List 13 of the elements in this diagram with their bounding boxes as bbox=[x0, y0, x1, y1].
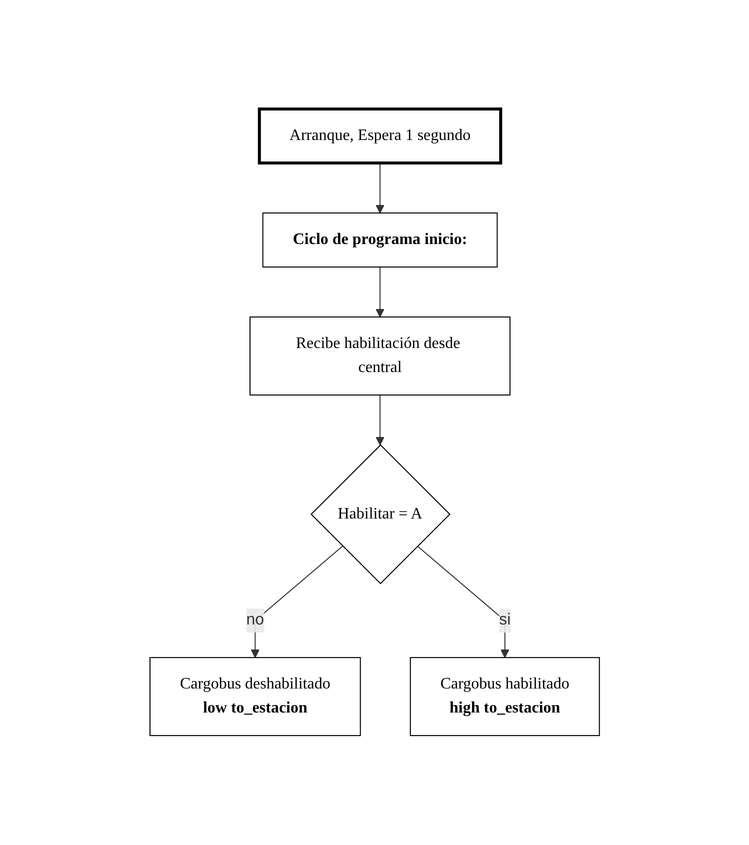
node-box: Recibe habilitación desde central bbox=[249, 316, 510, 396]
node-diamond: Habilitar = A bbox=[310, 444, 450, 584]
node-box: Arranque, Espera 1 segundo bbox=[258, 108, 502, 165]
arrow bbox=[375, 266, 384, 318]
edge-label: si bbox=[498, 612, 510, 629]
arrow bbox=[375, 162, 384, 214]
node-box: Ciclo de programa inicio: bbox=[262, 212, 498, 268]
arrow bbox=[250, 546, 343, 658]
node-box: Cargobus deshabilitado low to_estacion bbox=[149, 657, 361, 736]
node-box: Cargobus habilitado high to_estacion bbox=[410, 657, 600, 736]
edge-label: no bbox=[246, 612, 264, 629]
arrow bbox=[375, 394, 384, 446]
arrow bbox=[416, 546, 510, 658]
